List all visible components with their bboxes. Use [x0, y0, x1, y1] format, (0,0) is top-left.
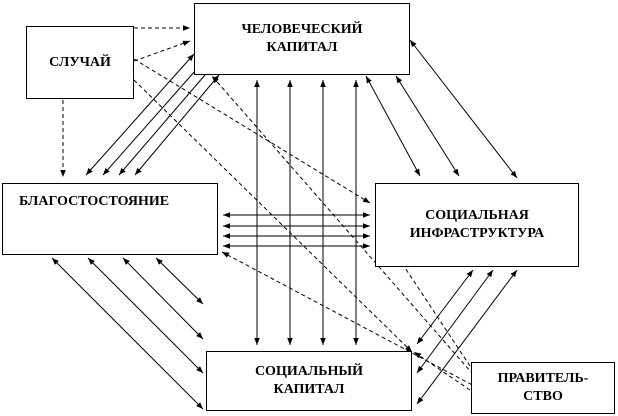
node-human-capital: ЧЕЛОВЕЧЕСКИЙ КАПИТАЛ [194, 3, 410, 75]
edge-welfare-social-2 [87, 257, 204, 374]
edge-infra-social-3 [416, 269, 518, 405]
edge-gov-social-1 [413, 351, 471, 391]
edge-human-welfare-4 [134, 74, 220, 176]
edge-human-infra-3 [409, 39, 518, 179]
node-social-capital: СОЦИАЛЬНЫЙ КАПИТАЛ [206, 351, 412, 411]
edge-gov-human-1 [211, 75, 479, 381]
edge-case-social-1 [133, 79, 413, 353]
node-social-infrastructure: СОЦИАЛЬНАЯ ИНФРАСТРУКТУРА [375, 183, 579, 267]
edge-human-infra-1 [365, 75, 421, 177]
edge-welfare-social-4 [155, 257, 204, 305]
node-case: СЛУЧАЙ [26, 26, 134, 99]
edge-welfare-social-3 [122, 257, 204, 340]
node-welfare: БЛАГОСТОСТОЯНИЕ [2, 183, 218, 255]
edge-infra-social-2 [416, 269, 494, 374]
edge-gov-welfare-1 [221, 251, 479, 389]
node-government: ПРАВИТЕЛЬ- СТВО [471, 362, 615, 414]
edge-welfare-social-1 [51, 257, 204, 410]
edge-infra-social-1 [416, 269, 474, 345]
edge-case-infra-1 [133, 58, 371, 204]
edge-case-human-2 [133, 40, 191, 62]
